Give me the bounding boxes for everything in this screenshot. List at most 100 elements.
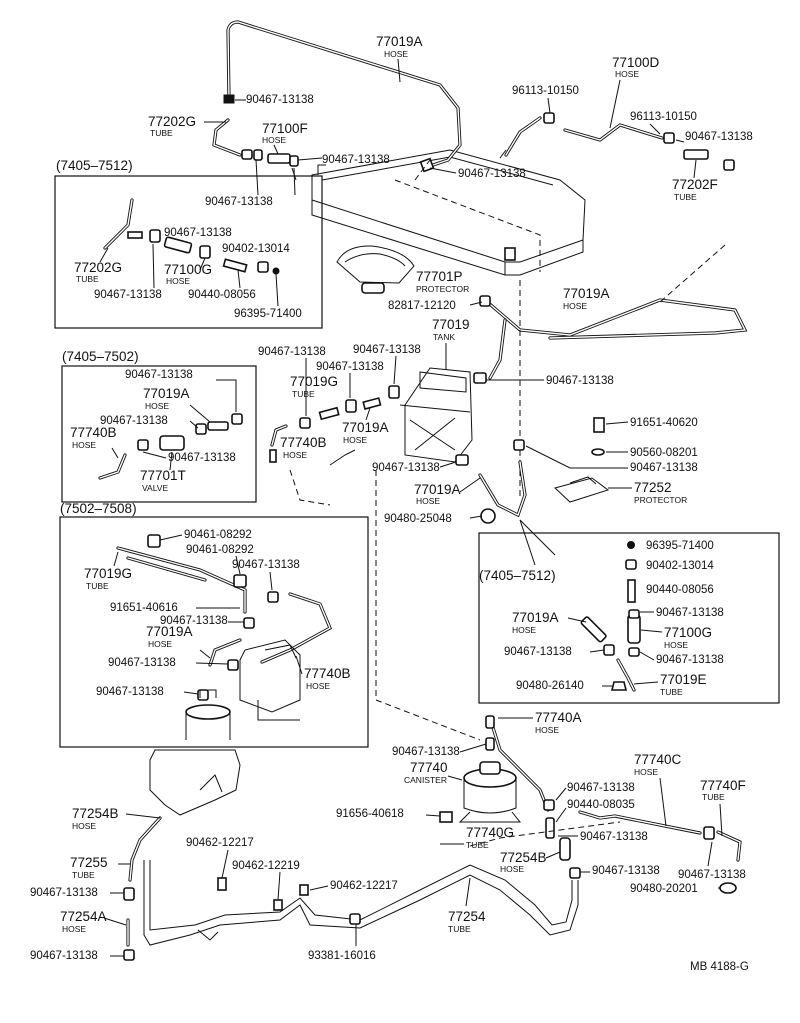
box-7405-7502 [61,365,257,503]
label-c-90467-3: 90467-13138 [316,361,384,373]
label-90480-20201: 90480-20201 [630,883,698,895]
label-a-77100g: 77100G [164,262,212,277]
box-7502-7508 [59,516,369,748]
label-d-77740b: 77740B [304,666,351,681]
label-77019-sub: TANK [433,332,455,342]
label-90467-a: 90467-13138 [246,94,314,106]
label-77019a-low-sub: HOSE [416,496,440,506]
label-77740c-sub: HOSE [634,767,658,777]
label-77740g: 77740G [466,825,514,840]
label-a-77202g-sub: TUBE [76,274,99,284]
label-c-90467-2: 90467-13138 [353,344,421,356]
label-90467-b: 90467-13138 [322,154,390,166]
label-96113-b: 96113-10150 [630,111,697,123]
label-77100f: 77100F [262,121,308,136]
canister-77740-drawing [439,715,742,894]
label-77202f-sub: TUBE [674,192,697,202]
label-b-77019a: 77019A [143,386,190,401]
label-77740c: 77740C [634,752,682,767]
pointer-arrows [329,449,556,566]
label-77740: 77740 [410,760,448,775]
label-90467-i: 90467-13138 [580,831,648,843]
reference-code: MB 4188-G [690,961,749,973]
label-93381: 93381-16016 [308,950,376,962]
label-d-90467-2: 90467-13138 [160,615,228,627]
label-e-77100g-sub: HOSE [664,640,688,650]
box-7405-7512-a [54,175,323,329]
label-77100f-sub: HOSE [262,135,286,145]
label-77100d-sub: HOSE [615,69,639,79]
lower-pipe-routing [123,749,579,961]
label-d-77740b-sub: HOSE [306,681,330,691]
label-d-91651: 91651-40616 [110,602,178,614]
label-e-90467-3: 90467-13138 [656,654,724,666]
label-d-90461-2: 90461-08292 [186,544,254,556]
label-77254b-left-sub: HOSE [72,821,96,831]
label-91651-40620: 91651-40620 [630,417,698,429]
label-77740a: 77740A [535,710,582,725]
label-90467-l: 90467-13138 [30,887,98,899]
label-d-90467-4: 90467-13138 [96,686,164,698]
label-d-77019a: 77019A [146,624,193,639]
label-a-77202g: 77202G [74,260,122,275]
label-a-90440: 90440-08056 [188,289,256,301]
label-77701p: 77701P [416,269,463,284]
header-box-d: (7502–7508) [60,501,137,516]
label-77202g-top-sub: TUBE [150,128,173,138]
label-d-90467-1: 90467-13138 [232,559,300,571]
hose-77019a-mid [479,295,748,340]
label-90467-f: 90467-13138 [630,462,698,474]
label-90467-h: 90467-13138 [567,782,635,794]
label-77019: 77019 [432,317,470,332]
label-e-90402: 90402-13014 [646,560,714,572]
label-e-77100g: 77100G [664,625,712,640]
label-b-77701t-sub: VALVE [142,483,168,493]
label-90560: 90560-08201 [630,447,698,459]
label-b-90467-2: 90467-13138 [100,415,168,427]
label-77740g-sub: TUBE [466,840,489,850]
tube-77202g-top [212,118,299,181]
label-77254b-sub: HOSE [500,864,524,874]
label-a-90467-2: 90467-13138 [94,289,162,301]
box-b-parts [98,413,243,480]
label-77254a-sub: HOSE [62,924,86,934]
hose-77100d [499,112,735,171]
label-91656: 91656-40618 [336,808,404,820]
label-90467-j: 90467-13138 [592,865,660,877]
label-b-77740b: 77740B [70,425,117,440]
label-77019a-low: 77019A [414,482,461,497]
label-c-77019a-sub: HOSE [343,435,367,445]
label-d-77019g: 77019G [84,566,132,581]
box-a-parts [103,198,280,275]
label-a-90402: 90402-13014 [222,243,290,255]
header-box-e: (7405–7512) [479,568,556,583]
label-77254a: 77254A [60,909,107,924]
label-c-77740b: 77740B [280,435,327,450]
label-b-90467-1: 90467-13138 [125,369,193,381]
box-7405-7512-e [478,532,780,704]
label-d-77019g-sub: TUBE [86,581,109,591]
label-b-90467-3: 90467-13138 [168,452,236,464]
label-77202g-top: 77202G [148,114,196,129]
label-77701p-sub: PROTECTOR [416,284,469,294]
label-d-90461-1: 90461-08292 [184,529,252,541]
label-d-77019a-sub: HOSE [148,639,172,649]
label-77254: 77254 [448,909,486,924]
label-e-77019e-sub: TUBE [660,687,683,697]
label-a-96395: 96395-71400 [234,308,302,320]
label-e-77019e: 77019E [660,672,707,687]
label-90480-25048: 90480-25048 [384,513,452,525]
label-77019a-top: 77019A [376,34,423,49]
label-e-90467-1: 90467-13138 [656,607,724,619]
label-e-96395: 96395-71400 [646,540,714,552]
label-77255: 77255 [70,855,108,870]
part-labels: 77019A HOSE 90467-13138 77202G TUBE 7710… [30,34,753,973]
label-90467-g: 90467-13138 [392,746,460,758]
vapor-tank-77019-drawing [399,367,473,466]
label-e-77019a: 77019A [512,610,559,625]
label-77255-sub: TUBE [72,870,95,880]
tank-to-canister-pipe [473,318,507,384]
label-a-90467-1: 90467-13138 [164,227,232,239]
box-e-parts [580,541,641,692]
